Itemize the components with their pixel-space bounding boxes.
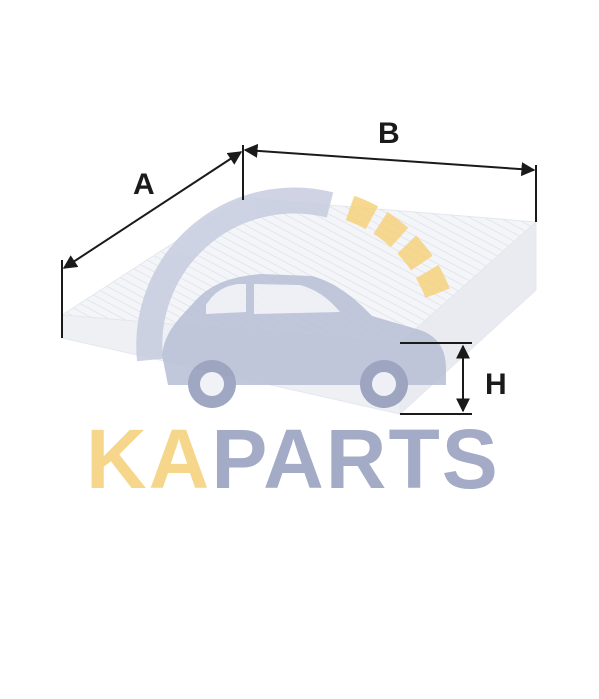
dimension-a: A <box>61 145 244 338</box>
car-icon <box>136 187 453 408</box>
brand-text-ka: KA <box>86 412 211 506</box>
brand-watermark: KAPARTS <box>86 412 500 506</box>
dimension-a-label: A <box>133 168 155 201</box>
dimension-h: H <box>400 342 507 415</box>
brand-text-parts: PARTS <box>211 412 499 506</box>
dimension-b-label: B <box>378 117 400 150</box>
dimension-h-label: H <box>485 368 507 401</box>
svg-text:KAPARTS: KAPARTS <box>86 412 500 506</box>
dimension-b: B <box>243 117 537 222</box>
